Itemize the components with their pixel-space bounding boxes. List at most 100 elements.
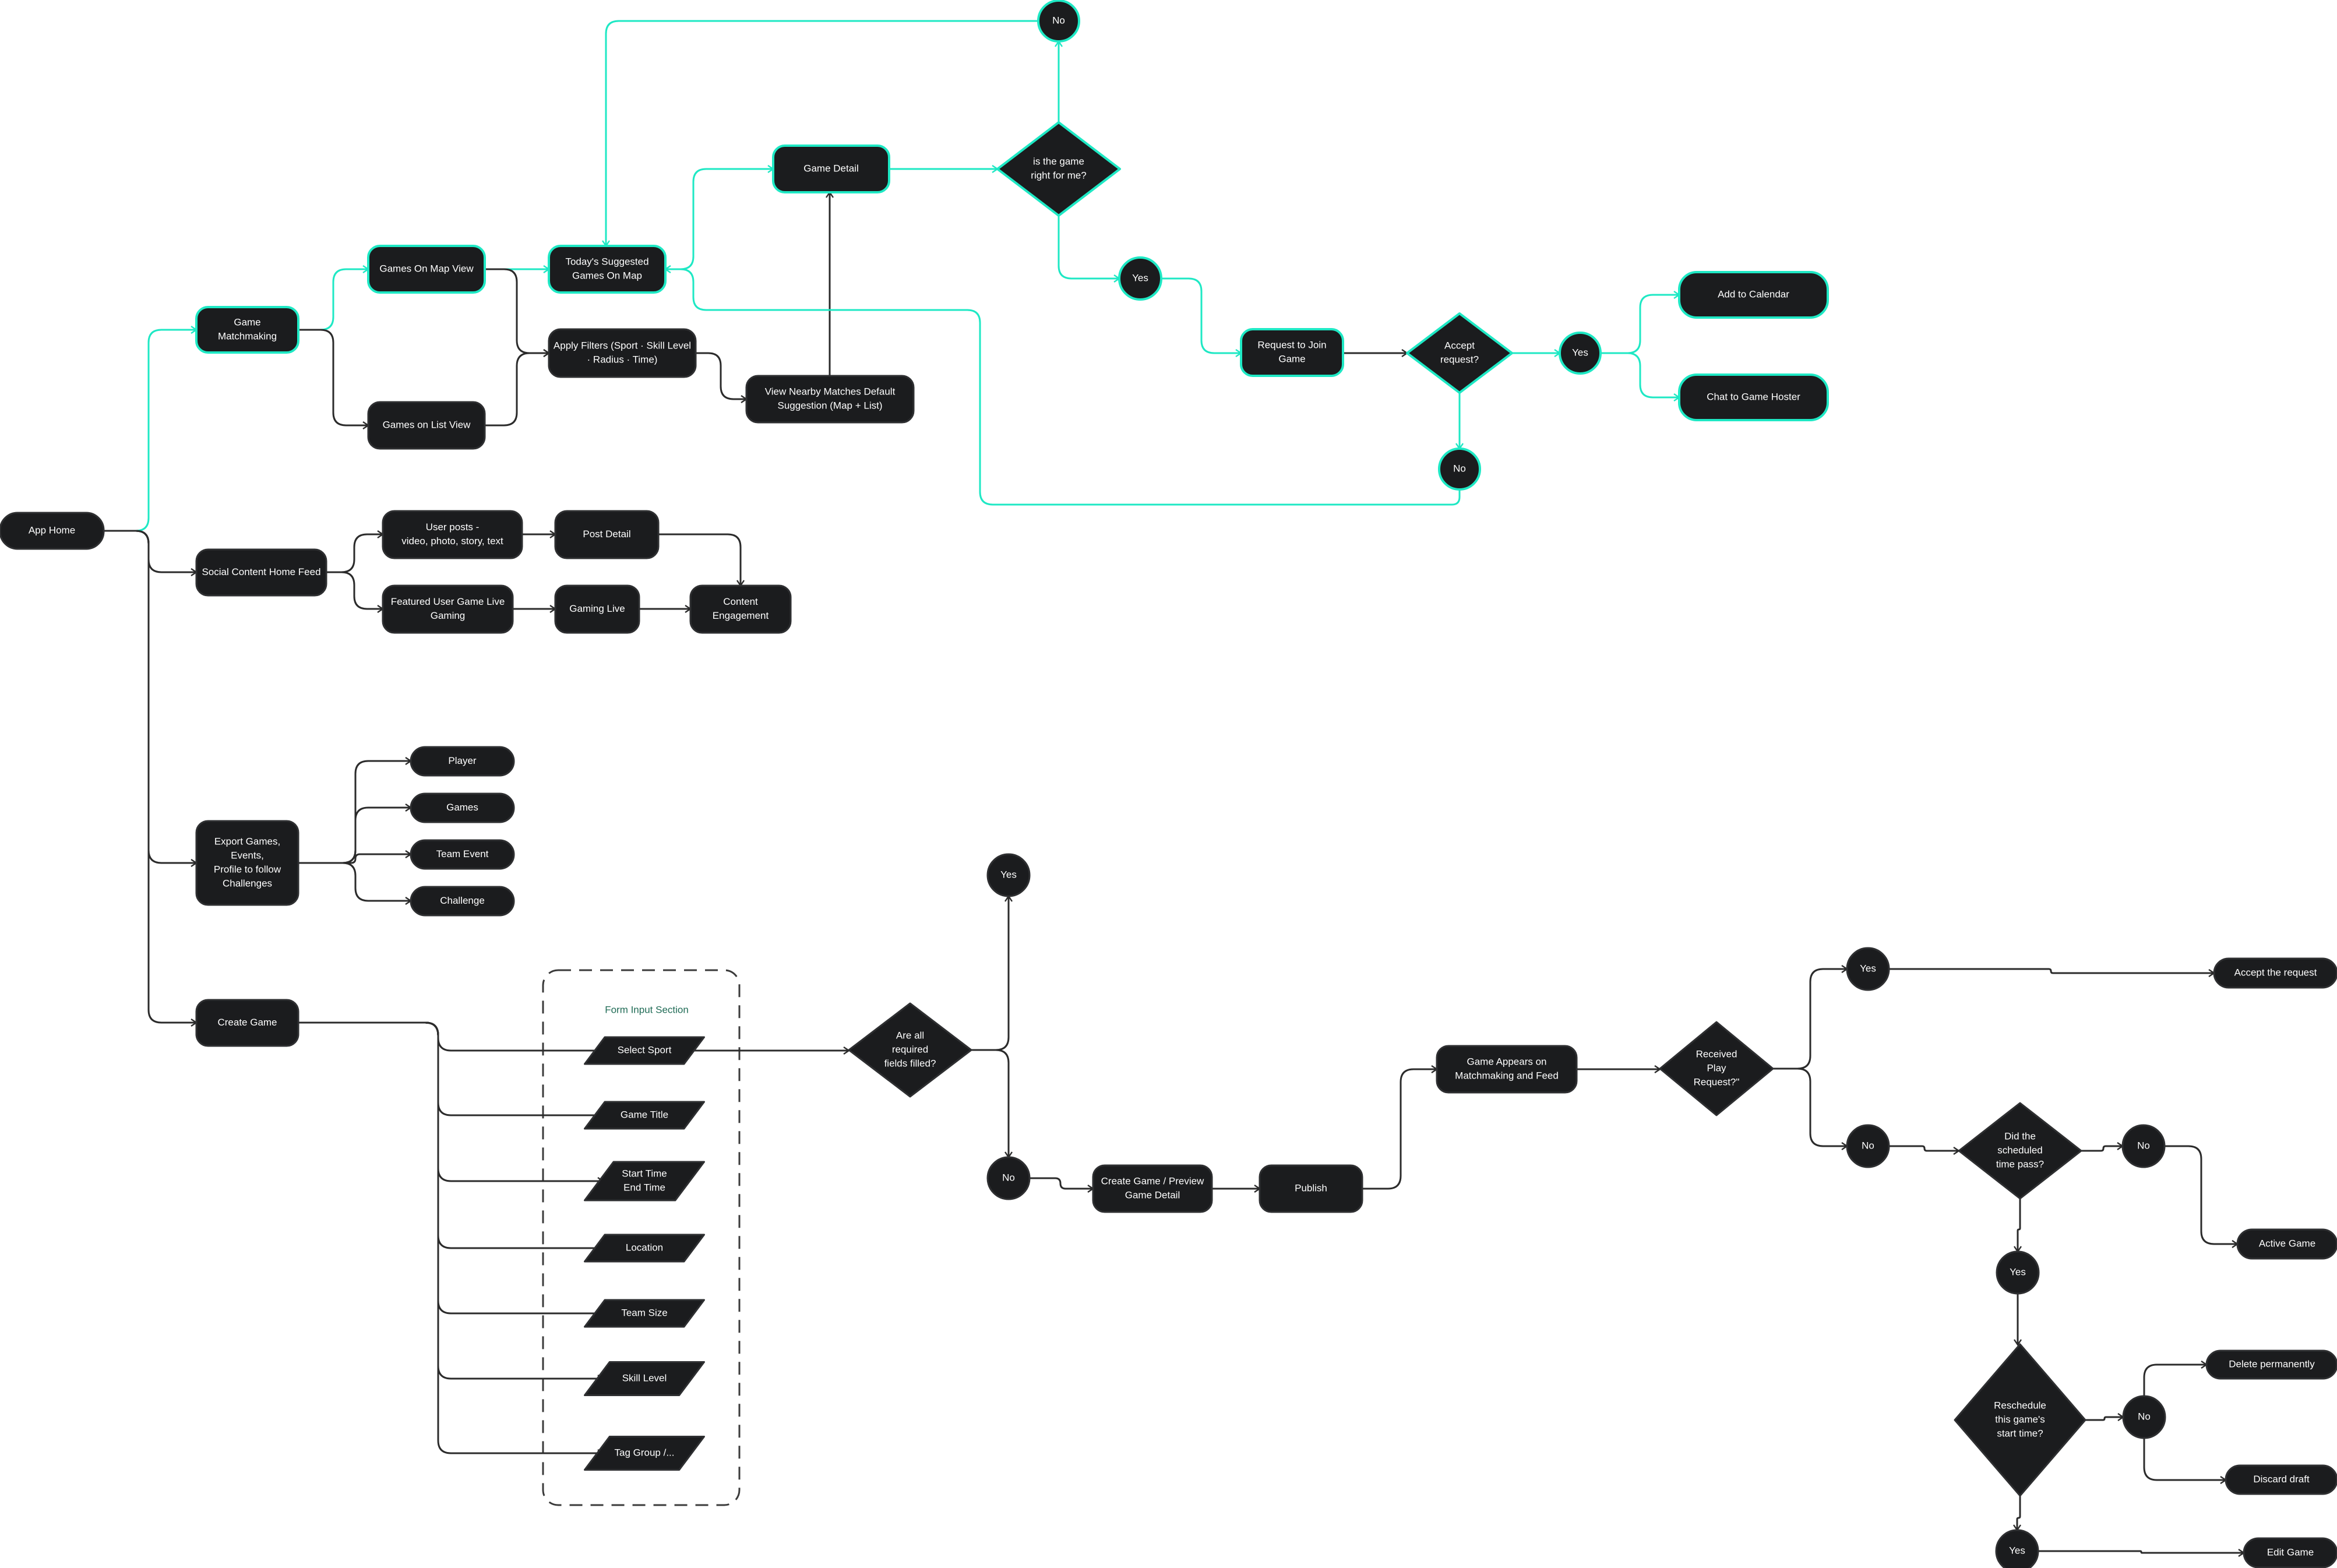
node-shape-pill: [2243, 1537, 2337, 1568]
node-label: Featured User Game Live: [391, 596, 505, 607]
node-yes-right-for-me[interactable]: Yes: [1118, 256, 1162, 301]
edge-app-home-to-social-feed: [104, 530, 198, 576]
edge-no-top-to-todays-suggested: [602, 20, 1038, 248]
node-label: Request to Join: [1257, 339, 1326, 350]
node-skill-level[interactable]: Skill Level: [584, 1361, 705, 1396]
edge-required-filled-to-no-filled: [971, 1049, 1013, 1159]
node-user-posts[interactable]: User posts -video, photo, story, text: [382, 510, 523, 559]
node-active-game[interactable]: Active Game: [2236, 1228, 2337, 1260]
node-yes-filled[interactable]: Yes: [986, 853, 1031, 897]
node-no-filled[interactable]: No: [986, 1156, 1031, 1200]
node-games-on-map-view[interactable]: Games On Map View: [367, 245, 486, 294]
node-player[interactable]: Player: [410, 746, 515, 777]
node-challenge[interactable]: Challenge: [410, 886, 515, 917]
node-label: Export Games,: [214, 836, 280, 847]
node-shape-pill: [2236, 1228, 2337, 1260]
node-label: Create Game / Preview: [1101, 1175, 1204, 1186]
node-delete-permanently[interactable]: Delete permanently: [2205, 1349, 2337, 1380]
node-chat-to-hoster[interactable]: Chat to Game Hoster: [1678, 373, 1829, 421]
edge-received-play-request-to-yes-received: [1773, 965, 1849, 1070]
edge-export-to-challenge: [298, 862, 413, 905]
edge-reschedule-to-no-reschedule: [2085, 1413, 2125, 1421]
node-export[interactable]: Export Games,Events,Profile to followCha…: [195, 820, 299, 906]
node-label: Suggestion (Map + List): [777, 400, 882, 411]
node-publish[interactable]: Publish: [1259, 1164, 1363, 1213]
node-no-top[interactable]: No: [1037, 0, 1080, 43]
node-label: Game Appears on: [1467, 1056, 1546, 1067]
node-label: Add to Calendar: [1718, 288, 1789, 299]
edge-required-filled-to-yes-filled: [971, 894, 1013, 1051]
node-label: Games On Map View: [379, 263, 474, 274]
node-social-feed[interactable]: Social Content Home Feed: [195, 548, 327, 597]
node-yes-reschedule[interactable]: Yes: [1995, 1529, 2039, 1568]
node-yes-received[interactable]: Yes: [1846, 947, 1890, 991]
node-label: Challenges: [223, 878, 272, 889]
node-shape-rect: [745, 375, 915, 424]
node-game-detail[interactable]: Game Detail: [772, 145, 890, 193]
node-team-event[interactable]: Team Event: [410, 839, 515, 870]
node-label: Yes: [2009, 1545, 2025, 1556]
node-accept-the-request[interactable]: Accept the request: [2213, 957, 2337, 989]
node-apply-filters[interactable]: Apply Filters (Sport · Skill Level· Radi…: [548, 328, 697, 378]
node-shape-rect: [1092, 1164, 1213, 1213]
node-games[interactable]: Games: [410, 792, 515, 823]
node-no-time-pass[interactable]: No: [2121, 1124, 2166, 1168]
node-select-sport[interactable]: Select Sport: [584, 1036, 705, 1065]
edge-no-time-pass-to-active-game: [2165, 1145, 2239, 1248]
node-label: Game: [1278, 353, 1305, 364]
node-gaming-live[interactable]: Gaming Live: [554, 584, 640, 634]
node-shape-diamond: [1406, 312, 1513, 394]
node-shape-para: [584, 1436, 705, 1471]
node-create-game[interactable]: Create Game: [195, 999, 299, 1047]
edge-create-game-to-skill-level: [298, 1021, 605, 1383]
node-label: Game: [234, 316, 260, 327]
edge-publish-to-game-appears: [1362, 1065, 1439, 1190]
node-tag-group[interactable]: Tag Group /...: [584, 1436, 705, 1471]
edge-yes-accept-to-add-to-calendar: [1601, 291, 1681, 354]
node-shape-circle: [1037, 0, 1080, 43]
node-app-home[interactable]: App Home: [0, 512, 105, 550]
node-add-to-calendar[interactable]: Add to Calendar: [1678, 271, 1829, 319]
node-yes-time-pass[interactable]: Yes: [1996, 1250, 2040, 1295]
node-shape-rect: [554, 584, 640, 634]
node-game-title[interactable]: Game Title: [584, 1101, 705, 1130]
node-location[interactable]: Location: [584, 1234, 705, 1263]
node-post-detail[interactable]: Post Detail: [554, 510, 660, 559]
node-label: Active Game: [2259, 1238, 2315, 1249]
node-team-size[interactable]: Team Size: [584, 1299, 705, 1328]
node-label: Matchmaking: [218, 330, 277, 341]
edge-post-detail-to-content-engagement: [658, 533, 745, 587]
node-no-received[interactable]: No: [1846, 1124, 1890, 1168]
edge-social-feed-to-featured-live: [326, 571, 385, 613]
node-no-reschedule[interactable]: No: [2122, 1395, 2166, 1439]
node-shape-rect: [195, 306, 299, 354]
node-no-accept[interactable]: No: [1438, 448, 1481, 491]
node-label: End Time: [623, 1182, 665, 1193]
node-discard-draft[interactable]: Discard draft: [2225, 1464, 2337, 1495]
node-label: Games: [446, 802, 478, 813]
node-games-on-list-view[interactable]: Games on List View: [367, 401, 486, 450]
node-edit-game[interactable]: Edit Game: [2243, 1537, 2337, 1568]
node-label: Location: [626, 1242, 663, 1253]
node-yes-accept[interactable]: Yes: [1559, 332, 1602, 375]
edge-yes-reschedule-to-edit-game: [2038, 1549, 2246, 1557]
node-label: No: [2137, 1140, 2150, 1151]
edge-app-home-to-game-matchmaking: [104, 326, 198, 532]
node-shape-para: [584, 1036, 705, 1065]
